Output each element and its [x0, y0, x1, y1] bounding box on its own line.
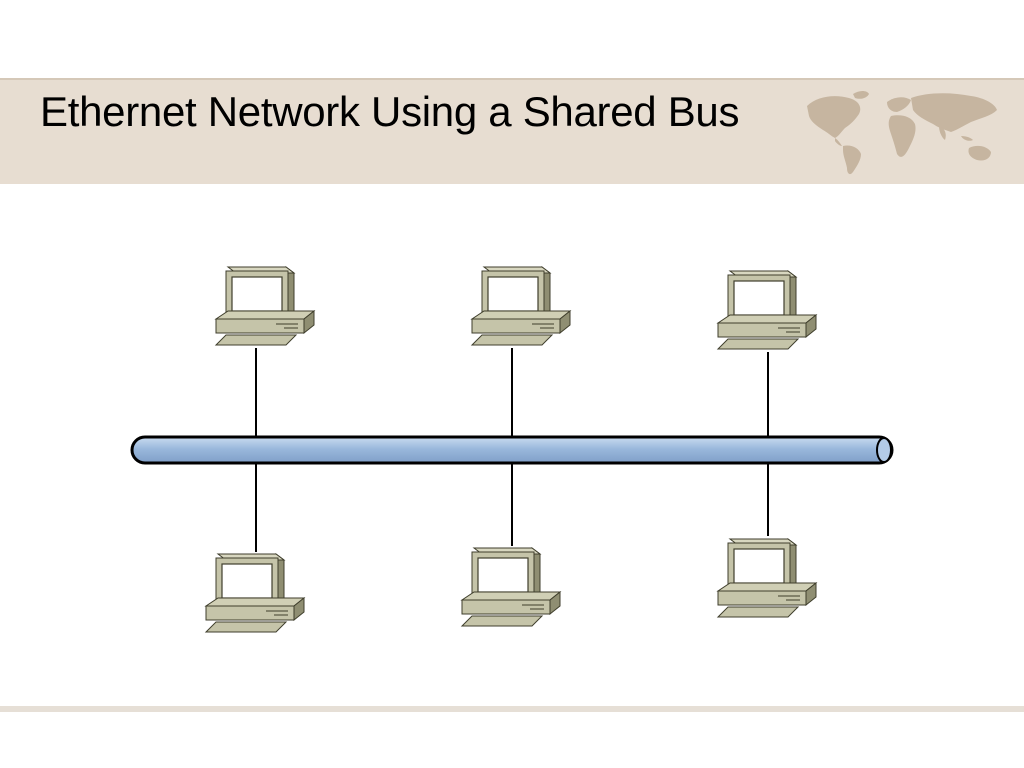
- desktop-computer-icon: [717, 270, 817, 350]
- desktop-computer-icon: [461, 547, 561, 627]
- desktop-computer-icon: [215, 266, 315, 346]
- desktop-computer-icon: [471, 266, 571, 346]
- desktop-computer-icon: [717, 538, 817, 618]
- world-map-icon: [807, 91, 997, 175]
- title-band: [0, 78, 1024, 184]
- bus-cable: [130, 435, 894, 465]
- desktop-computer-icon: [205, 553, 305, 633]
- bottom-rule: [0, 706, 1024, 712]
- slide-title: Ethernet Network Using a Shared Bus: [40, 88, 740, 135]
